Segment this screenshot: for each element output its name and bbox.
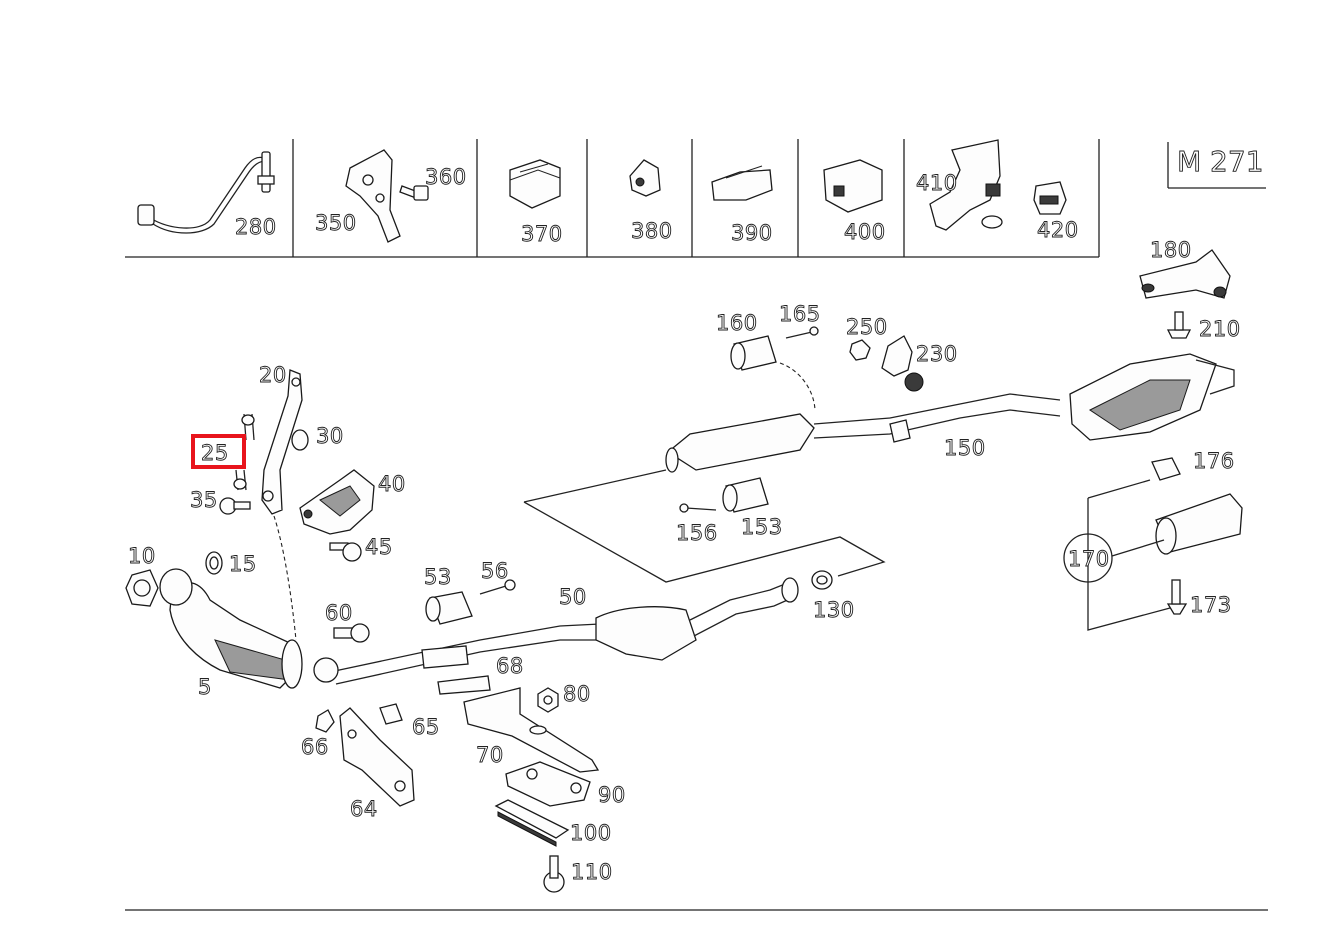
nut-250[interactable]	[849, 339, 871, 361]
nut-66[interactable]	[315, 709, 335, 733]
hanger-bracket-part-410[interactable]	[929, 139, 1003, 231]
bolt-165[interactable]	[785, 326, 819, 339]
front-pipe-50[interactable]	[329, 577, 799, 685]
callout-20[interactable]: 20	[259, 363, 287, 388]
rear-silencer-170[interactable]	[1063, 479, 1243, 631]
screw-173[interactable]	[1166, 579, 1188, 615]
panel-label-280[interactable]: 280	[235, 215, 277, 240]
callout-64[interactable]: 64	[350, 797, 378, 822]
flange[interactable]	[313, 657, 339, 683]
engine-bracket-40[interactable]	[299, 469, 375, 535]
bolt-45[interactable]	[329, 542, 362, 562]
panel-label-420[interactable]: 420	[1037, 218, 1079, 243]
model-code: M 271	[1177, 145, 1264, 178]
callout-150[interactable]: 150	[944, 436, 986, 461]
bushing-30[interactable]	[291, 429, 309, 451]
callout-30[interactable]: 30	[316, 424, 344, 449]
gasket-plate-90[interactable]	[505, 761, 591, 807]
heat-shield-70[interactable]	[463, 687, 600, 773]
rubber-mount-153[interactable]	[722, 477, 769, 513]
bolt-156[interactable]	[679, 503, 717, 513]
gasket-10[interactable]	[125, 569, 159, 607]
callout-176[interactable]: 176	[1193, 449, 1235, 474]
callout-153[interactable]: 153	[741, 515, 783, 540]
callout-65[interactable]: 65	[412, 715, 440, 740]
callout-230[interactable]: 230	[916, 342, 958, 367]
bolt-35[interactable]	[219, 497, 251, 515]
model-code-box: M 271	[1167, 142, 1266, 189]
bracket-strip-20[interactable]	[261, 369, 303, 515]
oxygen-sensor-part[interactable]	[137, 151, 275, 234]
rubber-mount-part-420[interactable]	[1033, 181, 1067, 215]
plate-100[interactable]	[494, 799, 570, 847]
bolt-part-360[interactable]	[399, 185, 429, 201]
callout-45[interactable]: 45	[365, 535, 393, 560]
center-pipe-150[interactable]	[665, 393, 1061, 473]
panel-label-390[interactable]: 390	[731, 221, 773, 246]
rubber-mount-53[interactable]	[425, 591, 473, 625]
callout-130[interactable]: 130	[813, 598, 855, 623]
callout-53[interactable]: 53	[424, 565, 452, 590]
clip-part-370[interactable]	[509, 159, 561, 209]
panel-label-410[interactable]: 410	[916, 171, 958, 196]
clamp-130[interactable]	[811, 570, 833, 590]
callout-60[interactable]: 60	[325, 601, 353, 626]
pipe-clamp[interactable]	[889, 419, 911, 443]
selected-callout-highlight	[191, 434, 246, 469]
clip-65[interactable]	[379, 703, 403, 725]
screw-210[interactable]	[1166, 311, 1192, 339]
callout-10[interactable]: 10	[128, 544, 156, 569]
hanger-clip-68[interactable]	[421, 645, 491, 695]
callout-210[interactable]: 210	[1199, 317, 1241, 342]
panel-label-400[interactable]: 400	[844, 220, 886, 245]
nut-80[interactable]	[537, 687, 559, 713]
panel-label-370[interactable]: 370	[521, 222, 563, 247]
callout-100[interactable]: 100	[570, 821, 612, 846]
panel-label-350[interactable]: 350	[315, 211, 357, 236]
nut-15[interactable]	[205, 551, 223, 575]
callout-165[interactable]: 165	[779, 302, 821, 327]
exhaust-assembly	[125, 249, 1243, 893]
rear-muffler[interactable]	[1069, 353, 1235, 441]
callout-68[interactable]: 68	[496, 654, 524, 679]
callout-90[interactable]: 90	[598, 783, 626, 808]
callout-180[interactable]: 180	[1150, 238, 1192, 263]
callout-66[interactable]: 66	[301, 735, 329, 760]
hanger-230[interactable]	[881, 335, 924, 392]
bracket-part-400[interactable]	[823, 159, 883, 213]
stud-bolt-25[interactable]	[233, 413, 255, 491]
bracket-part-350[interactable]	[345, 149, 401, 243]
callout-50[interactable]: 50	[559, 585, 587, 610]
callout-170[interactable]: 170	[1068, 547, 1110, 572]
callout-15[interactable]: 15	[229, 552, 257, 577]
panel-label-380[interactable]: 380	[631, 219, 673, 244]
callout-173[interactable]: 173	[1190, 593, 1232, 618]
callout-70[interactable]: 70	[476, 743, 504, 768]
callout-160[interactable]: 160	[716, 311, 758, 336]
callout-156[interactable]: 156	[676, 521, 718, 546]
callout-250[interactable]: 250	[846, 315, 888, 340]
callout-35[interactable]: 35	[190, 488, 218, 513]
bracket-64[interactable]	[339, 707, 415, 807]
callout-40[interactable]: 40	[378, 472, 406, 497]
callout-110[interactable]: 110	[571, 860, 613, 885]
hanger-180[interactable]	[1139, 249, 1231, 299]
bolt-110[interactable]	[543, 855, 565, 893]
bolt-56[interactable]	[479, 579, 516, 595]
holder-part-390[interactable]	[711, 165, 773, 201]
callout-80[interactable]: 80	[563, 682, 591, 707]
bolt-60[interactable]	[333, 623, 370, 643]
callout-labels: 5 10 15 20 25 30 35 40 45 50 53 56 60 64…	[128, 238, 1241, 885]
callout-5[interactable]: 5	[198, 675, 212, 700]
panel-label-360[interactable]: 360	[425, 165, 467, 190]
clip-176[interactable]	[1151, 457, 1181, 481]
callout-56[interactable]: 56	[481, 559, 509, 584]
top-parts-panel: 280 350 360 370 380 390 400 410 420	[125, 139, 1100, 258]
catalytic-converter-5[interactable]	[159, 568, 303, 689]
rubber-mount-160[interactable]	[730, 335, 777, 371]
clamp-part-380[interactable]	[629, 159, 661, 197]
callout-25[interactable]: 25	[201, 441, 229, 466]
